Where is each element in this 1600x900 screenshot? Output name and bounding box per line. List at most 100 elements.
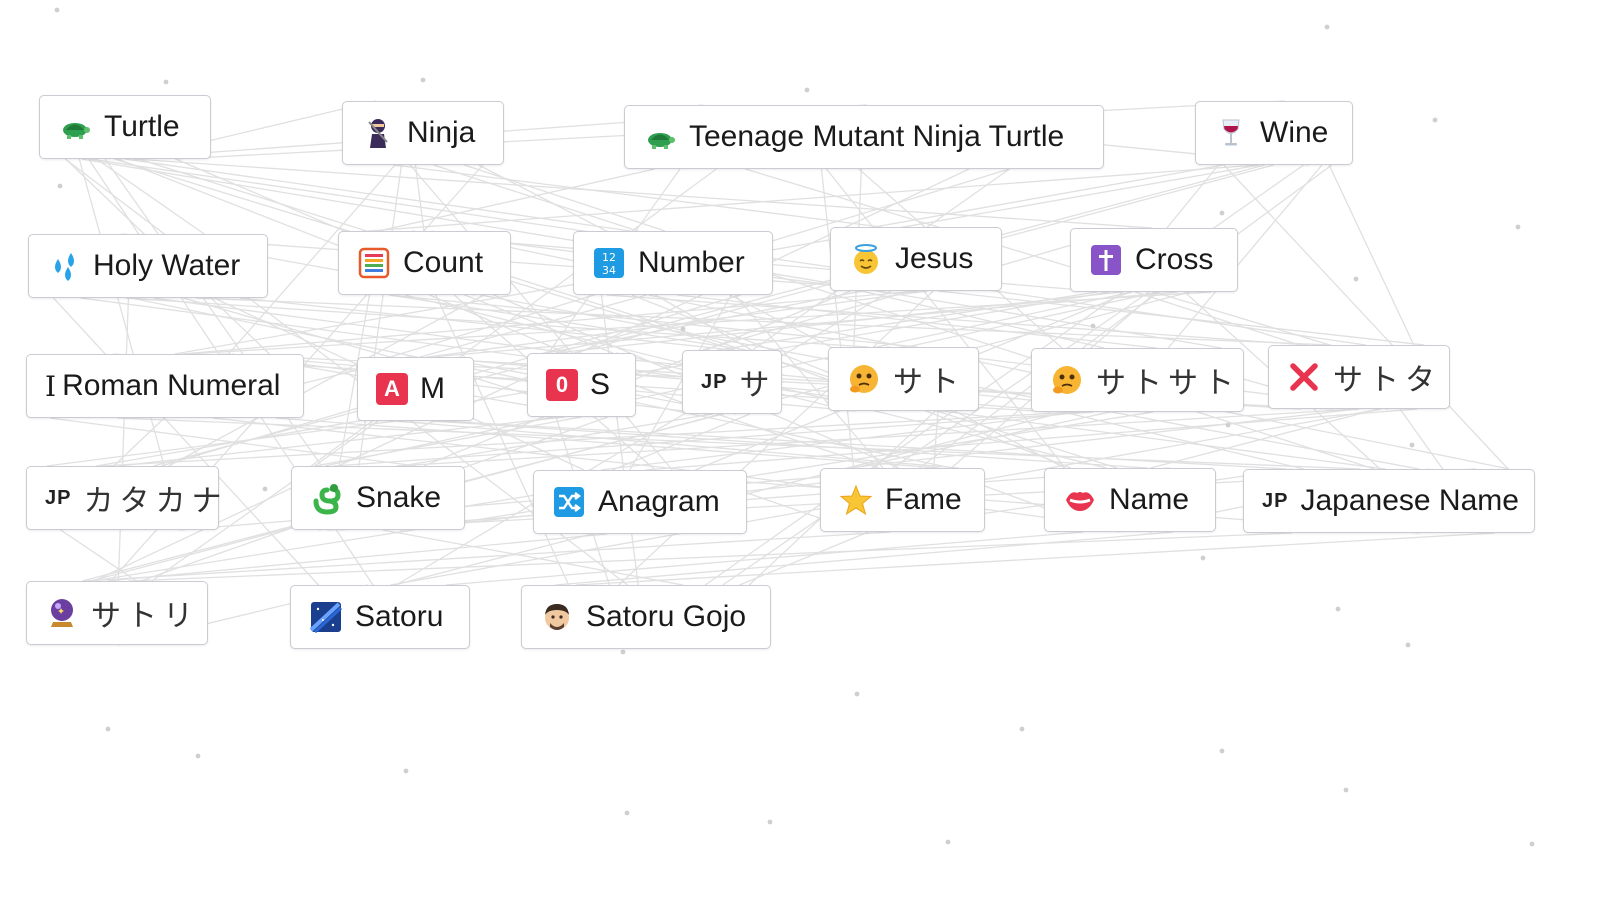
connection-line — [339, 467, 1170, 531]
connection-line — [124, 158, 631, 232]
connection-line — [861, 290, 1104, 349]
item-teenage-mutant-ninja-turtle[interactable]: Teenage Mutant Ninja Turtle — [624, 105, 1104, 169]
connection-line — [906, 291, 1159, 348]
connection-line — [382, 529, 684, 586]
item-m[interactable]: A M — [357, 357, 474, 421]
connection-line — [1063, 411, 1304, 470]
item-label: S — [590, 368, 611, 401]
connection-line — [1399, 408, 1444, 470]
item-anagram[interactable]: Anagram — [533, 470, 747, 534]
background-dot — [420, 77, 426, 83]
background-dot — [1219, 748, 1225, 754]
background-dot — [620, 649, 626, 655]
item-name[interactable]: Name — [1044, 468, 1216, 532]
background-dot — [1432, 117, 1438, 123]
connection-line — [629, 294, 732, 471]
item-label: Anagram — [598, 485, 720, 518]
roman-numeral-icon: I — [45, 369, 57, 403]
item-jesus[interactable]: Jesus — [830, 227, 1002, 291]
background-dot — [163, 79, 169, 85]
connection-line — [117, 417, 1361, 470]
item-sato[interactable]: サト — [828, 347, 979, 411]
item-japanese-name[interactable]: JP Japanese Name — [1243, 469, 1535, 533]
item-label: Teenage Mutant Ninja Turtle — [689, 120, 1065, 153]
item-label: Turtle — [104, 110, 180, 143]
background-dot — [1090, 323, 1096, 329]
connection-line — [168, 294, 485, 467]
item-satori[interactable]: サトリ — [26, 581, 208, 645]
jp-icon: JP — [1262, 489, 1289, 512]
item-sa[interactable]: JP サ — [682, 350, 782, 414]
connection-line — [195, 297, 1332, 346]
thinking-face-icon — [847, 362, 881, 396]
connection-line — [419, 294, 647, 358]
item-label: サ — [739, 369, 776, 402]
item-katakana[interactable]: JP カタカナ — [26, 466, 221, 530]
item-satota[interactable]: サトタ — [1268, 345, 1450, 409]
connection-line — [84, 531, 890, 582]
connection-line — [435, 294, 570, 586]
connection-line — [1150, 408, 1379, 469]
jp-icon: JP — [45, 486, 72, 509]
item-label: カタカナ — [83, 485, 228, 518]
item-label: Wine — [1260, 116, 1329, 149]
halo-face-icon — [849, 242, 883, 276]
item-label: Satoru — [355, 600, 444, 633]
connection-line — [187, 291, 1212, 355]
connection-line — [576, 532, 1496, 586]
item-label: Ninja — [407, 116, 476, 149]
connection-line — [645, 408, 1418, 471]
connection-line — [874, 164, 1224, 228]
item-fame[interactable]: Fame — [820, 468, 985, 532]
item-roman-numeral[interactable]: I Roman Numeral — [26, 354, 304, 418]
background-dot — [1343, 787, 1349, 793]
connection-line — [464, 164, 666, 232]
item-label: Holy Water — [93, 249, 241, 282]
background-dot — [54, 7, 60, 13]
connection-line — [395, 290, 892, 586]
letter-a-icon: A — [376, 373, 408, 405]
connection-line — [378, 168, 655, 232]
item-turtle[interactable]: Turtle — [39, 95, 211, 159]
item-cross[interactable]: Cross — [1070, 228, 1238, 292]
item-s[interactable]: 0 S — [527, 353, 636, 417]
connection-line — [388, 294, 747, 351]
connection-line — [153, 164, 1274, 467]
item-label: Fame — [885, 483, 962, 516]
connection-line — [118, 416, 565, 467]
background-dot — [804, 87, 810, 93]
connection-line — [101, 411, 1077, 467]
connection-line — [745, 168, 1331, 346]
connection-line — [395, 408, 1360, 467]
connection-line — [409, 164, 673, 471]
connection-line — [1134, 291, 1300, 346]
crystal-ball-icon — [45, 596, 79, 630]
connection-line — [432, 420, 1148, 469]
connection-line — [441, 420, 1287, 470]
item-satoru[interactable]: Satoru — [290, 585, 470, 649]
connection-line — [128, 532, 1293, 582]
connection-line — [618, 290, 934, 586]
item-count[interactable]: Count — [338, 231, 511, 295]
item-ninja[interactable]: Ninja — [342, 101, 504, 165]
connection-line — [716, 413, 880, 469]
item-snake[interactable]: Snake — [291, 466, 465, 530]
item-label: サトリ — [91, 600, 199, 633]
item-satosato[interactable]: サトサト — [1031, 348, 1244, 412]
background-dot — [1405, 642, 1411, 648]
background-dot — [854, 691, 860, 697]
jp-icon: JP — [701, 370, 728, 393]
digit-zero-icon: 0 — [546, 369, 578, 401]
item-holy-water[interactable]: Holy Water — [28, 234, 268, 298]
background-dot — [1219, 210, 1225, 216]
connection-line — [132, 158, 1153, 229]
item-label: Cross — [1135, 243, 1214, 276]
background-dot — [1335, 606, 1341, 612]
connection-line — [239, 297, 733, 351]
item-satoru-gojo[interactable]: Satoru Gojo — [521, 585, 771, 649]
item-wine[interactable]: Wine — [1195, 101, 1353, 165]
lips-icon — [1063, 483, 1097, 517]
connection-line — [1166, 164, 1219, 229]
connection-line — [852, 411, 1110, 469]
